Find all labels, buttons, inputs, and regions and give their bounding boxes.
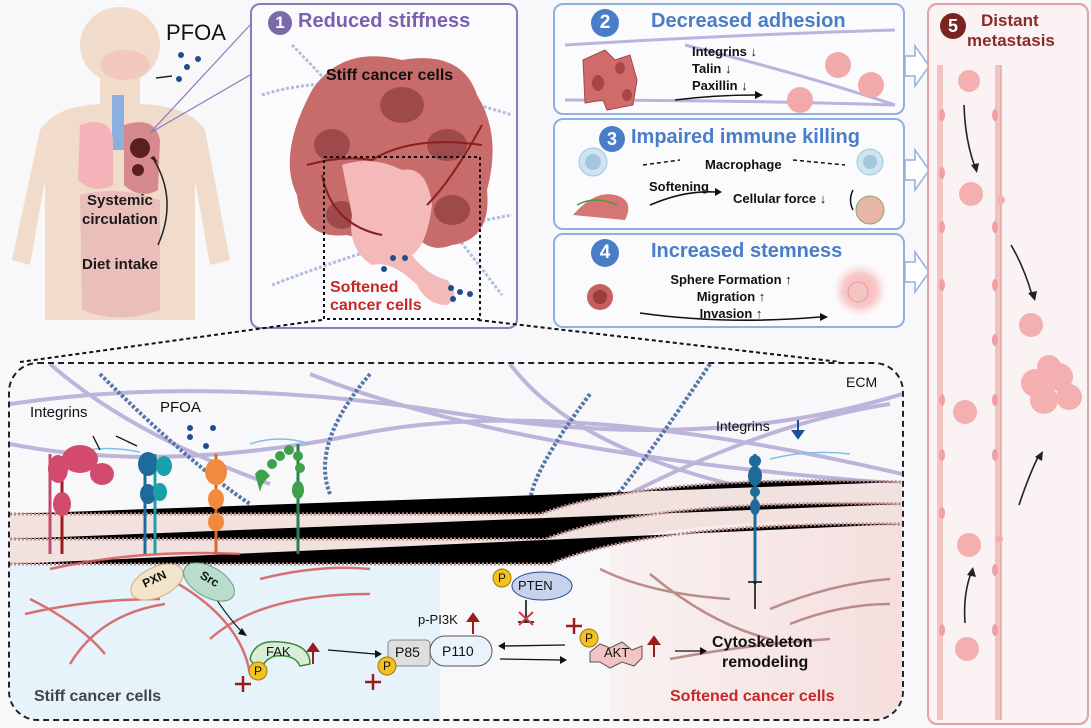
phospho-badges bbox=[248, 568, 599, 681]
integrins-label: Integrins bbox=[30, 404, 88, 421]
panel-2-badge: 2 bbox=[591, 9, 619, 37]
sphere-formation-item: Sphere Formation ↑ bbox=[670, 272, 792, 287]
pfoa-label: PFOA bbox=[166, 20, 226, 45]
paxillin-item: Paxillin ↓ bbox=[692, 78, 748, 93]
pfoa-ecm-label: PFOA bbox=[160, 399, 201, 416]
src-protein bbox=[183, 562, 235, 602]
p110-protein bbox=[429, 635, 493, 667]
phospho-label-akt: P bbox=[585, 631, 594, 645]
pfoa-dots bbox=[176, 52, 201, 82]
panel-reduced-stiffness: 1 Reduced stiffness Stiff cancer cells S… bbox=[250, 3, 518, 329]
body-silhouette bbox=[12, 7, 251, 321]
phospho-label-p85: P bbox=[383, 659, 392, 673]
softened-label-2: cancer cells bbox=[330, 297, 422, 314]
panel-4-badge: 4 bbox=[591, 239, 619, 267]
panel-distant-metastasis: 5 Distant metastasis bbox=[927, 3, 1089, 725]
softened-label-1: Softened bbox=[330, 279, 399, 296]
plus-marks bbox=[235, 618, 582, 692]
adhesion-illustration bbox=[564, 28, 896, 113]
pten-protein bbox=[511, 571, 573, 601]
integrins-item: Integrins ↓ bbox=[692, 44, 758, 59]
remodeling-label: remodeling bbox=[722, 654, 809, 671]
phospho-label-fak: P bbox=[254, 664, 263, 678]
immune-illustration bbox=[573, 147, 885, 225]
ecm-label: ECM bbox=[846, 374, 878, 390]
softening-label: Softening bbox=[649, 179, 709, 194]
stiff-cancer-cells-label: Stiff cancer cells bbox=[326, 67, 454, 84]
cell-membrane-illustration bbox=[10, 364, 902, 719]
panel-connector-arrows bbox=[904, 43, 930, 295]
tumor-illustration bbox=[261, 43, 513, 320]
panel-1-badge: 1 bbox=[268, 11, 292, 35]
panel-3-title: Impaired immune killing bbox=[631, 126, 860, 148]
p85-label: P85 bbox=[395, 644, 420, 660]
circulation-arrow bbox=[153, 159, 168, 246]
panel-5-title-2: metastasis bbox=[967, 31, 1055, 50]
p110-label: P110 bbox=[442, 643, 474, 659]
arrow-right-icon bbox=[904, 249, 930, 295]
cellular-force-label: Cellular force ↓ bbox=[733, 191, 827, 206]
mechanism-panel: ECM Integrins PFOA Integrins PXN Src FAK… bbox=[8, 362, 904, 721]
systemic-label: Systemic bbox=[87, 192, 153, 209]
cytoskeleton-label: Cytoskeleton bbox=[712, 634, 813, 651]
phospho-label-pten: P bbox=[498, 571, 507, 585]
panel-4-title: Increased stemness bbox=[651, 240, 843, 262]
up-arrow-icon bbox=[306, 612, 661, 664]
stiff-cells-label: Stiff cancer cells bbox=[34, 688, 162, 705]
migration-item: Migration ↑ bbox=[696, 289, 766, 304]
panel-2-title: Decreased adhesion bbox=[651, 10, 846, 32]
panel-impaired-immune-killing: 3 Impaired immune killing Macrophage Sof… bbox=[553, 118, 905, 230]
panel-1-title: Reduced stiffness bbox=[298, 10, 471, 32]
panel-decreased-adhesion: 2 Decreased adhesion Integrins ↓ Talin ↓… bbox=[553, 3, 905, 115]
panel-5-title-1: Distant bbox=[981, 11, 1039, 30]
softened-cells-label: Softened cancer cells bbox=[670, 688, 835, 705]
metastasis-arrows bbox=[963, 104, 1040, 624]
ppi3k-label: p-PI3K bbox=[418, 612, 458, 627]
zoom-connector-lines bbox=[19, 319, 841, 363]
arrow-right-icon bbox=[904, 43, 930, 89]
macrophage-label: Macrophage bbox=[705, 157, 782, 172]
human-body-illustration: PFOA Systemic circulation Diet intake bbox=[0, 0, 251, 330]
panel-5-badge: 5 bbox=[940, 13, 966, 39]
pten-label: PTEN bbox=[518, 578, 553, 593]
zoom-box bbox=[323, 156, 481, 320]
pxn-protein bbox=[130, 563, 184, 601]
panel-increased-stemness: 4 Increased stemness Sphere Formation ↑ … bbox=[553, 233, 905, 328]
stemness-list: Sphere Formation ↑ Migration ↑ Invasion … bbox=[660, 271, 802, 322]
akt-protein bbox=[589, 641, 643, 669]
akt-label: AKT bbox=[604, 645, 630, 660]
invasion-item: Invasion ↑ bbox=[699, 306, 763, 321]
stemness-illustration bbox=[587, 262, 888, 321]
inhale-arrow bbox=[155, 75, 173, 79]
diet-intake-label: Diet intake bbox=[82, 256, 158, 273]
integrins-down-label: Integrins bbox=[716, 418, 770, 434]
panel-3-badge: 3 bbox=[599, 126, 625, 152]
adhesion-list: Integrins ↓ Talin ↓ Paxillin ↓ bbox=[692, 43, 757, 94]
fak-label: FAK bbox=[266, 644, 291, 659]
blood-vessel-illustration bbox=[937, 65, 1082, 720]
blocked-x-icon bbox=[518, 611, 534, 626]
fak-protein bbox=[249, 640, 311, 677]
talin-item: Talin ↓ bbox=[692, 61, 732, 76]
circulation-label: circulation bbox=[82, 211, 158, 228]
arrow-right-icon bbox=[904, 147, 930, 193]
